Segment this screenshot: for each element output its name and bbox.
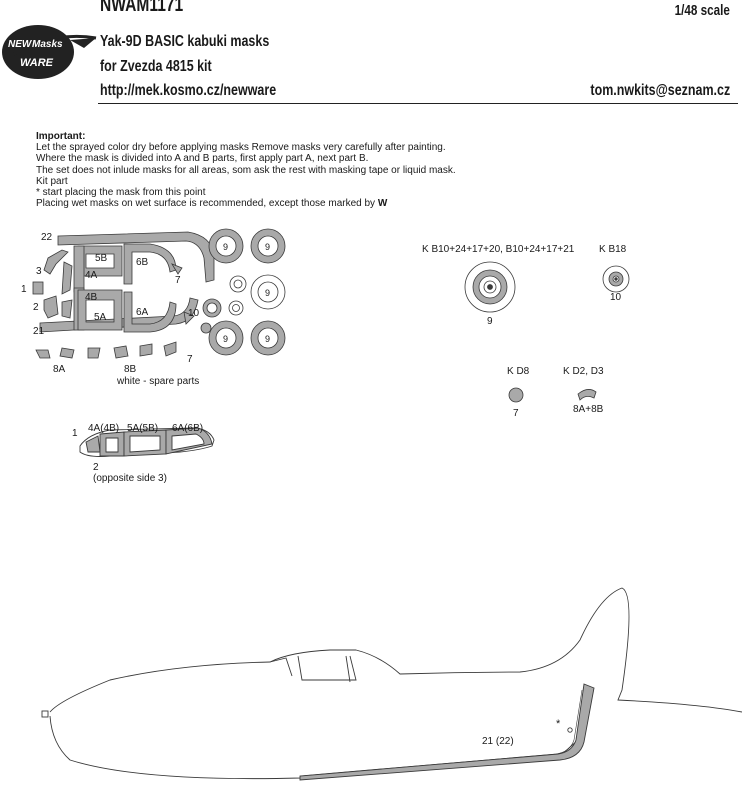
disc-mask-7 xyxy=(200,322,212,334)
mask-5A xyxy=(77,289,123,331)
header-rule xyxy=(98,103,738,104)
new-ware-logo: NEW Masks WARE xyxy=(2,25,97,79)
mask-strip xyxy=(59,347,75,359)
email-link[interactable]: tom.nwkits@seznam.cz xyxy=(590,82,730,99)
kit-part-d2-d3 xyxy=(577,389,597,401)
instruction-line: The set does not inlude masks for all ar… xyxy=(36,164,456,176)
mask-strip xyxy=(113,345,129,359)
label-8A: 8A xyxy=(53,364,66,375)
label-21: 21 xyxy=(33,326,45,337)
canopy-opposite-note: (opposite side 3) xyxy=(93,473,167,484)
mask-3b xyxy=(61,261,73,295)
instruction-line: Kit part xyxy=(36,175,68,187)
logo-text-masks: Masks xyxy=(32,39,63,50)
kit-part-d8 xyxy=(508,387,524,403)
kit-ref-label-b10: K B10+24+17+20, B10+24+17+21 xyxy=(422,244,575,255)
mask-8A-strip xyxy=(35,349,51,359)
label-2: 2 xyxy=(33,302,39,313)
logo-text-ware: WARE xyxy=(20,57,54,69)
wheel-label-9: 9 xyxy=(265,334,270,344)
mask-4A xyxy=(73,245,85,293)
mask-6A xyxy=(123,291,177,333)
kit-ref-number-8a-8b: 8A+8B xyxy=(573,404,604,415)
mask-7-part xyxy=(171,263,183,275)
label-7-upper: 7 xyxy=(175,275,181,286)
wet-mask-symbol-icon: W xyxy=(377,198,388,210)
instruction-line: Let the sprayed color dry before applyin… xyxy=(36,142,446,154)
label-4B: 4B xyxy=(85,292,98,303)
kit-ref-number-9: 9 xyxy=(487,316,493,327)
mask-2 xyxy=(43,295,59,319)
label-6A: 6A xyxy=(136,307,149,318)
mask-1 xyxy=(32,281,44,295)
label-10: 10 xyxy=(188,308,200,319)
mask-strip xyxy=(87,347,101,359)
kit-ref-label-d8: K D8 xyxy=(507,366,530,377)
product-code: NWAM1171 xyxy=(100,0,184,16)
canopy-label-5: 5A(5B) xyxy=(127,423,158,434)
kit-ref-number-10: 10 xyxy=(610,292,622,303)
aircraft-profile xyxy=(41,587,742,781)
wheel-label-9: 9 xyxy=(265,288,270,298)
mask-6B xyxy=(123,243,177,285)
canopy-label-2: 2 xyxy=(93,462,99,473)
label-3: 3 xyxy=(36,266,42,277)
logo-text-new: NEW xyxy=(8,39,33,50)
spare-parts-note: white - spare parts xyxy=(116,376,199,387)
label-22: 22 xyxy=(41,232,53,243)
kit-ref-label-b18: K B18 xyxy=(599,244,627,255)
mask-2b xyxy=(61,299,73,319)
kit-ref-number-7: 7 xyxy=(513,408,519,419)
wheel-label-9: 9 xyxy=(223,242,228,252)
mask-3 xyxy=(43,249,69,275)
mask-7-part xyxy=(183,311,195,325)
kit-ref-label-d2-d3: K D2, D3 xyxy=(563,366,604,377)
label-7-lower: 7 xyxy=(187,354,193,365)
instruction-line: Placing wet masks on wet surface is reco… xyxy=(36,198,388,210)
website-link[interactable]: http://mek.kosmo.cz/newware xyxy=(100,82,277,99)
mask-8B-strip xyxy=(139,343,153,357)
label-5A: 5A xyxy=(94,312,107,323)
scale-label: 1/48 scale xyxy=(674,2,730,19)
instructions-heading: Important: xyxy=(36,131,86,142)
label-4A: 4A xyxy=(85,270,98,281)
canopy-side-view xyxy=(79,427,215,457)
label-5B: 5B xyxy=(95,253,108,264)
instruction-line: * start placing the mask from this point xyxy=(36,187,206,199)
canopy-label-6: 6A(6B) xyxy=(172,423,203,434)
kit-reference: for Zvezda 4815 kit xyxy=(100,58,212,75)
mask-22 xyxy=(57,231,215,283)
wheel-label-9: 9 xyxy=(223,334,228,344)
instruction-line: Where the mask is divided into A and B p… xyxy=(36,153,369,165)
start-point-marker: * xyxy=(556,718,561,730)
instructions-block: Important: Let the sprayed color dry bef… xyxy=(36,131,536,209)
label-1: 1 xyxy=(21,284,27,295)
product-subtitle: Yak-9D BASIC kabuki masks xyxy=(100,33,270,50)
mask-strip xyxy=(163,341,177,357)
aircraft-label-21-22: 21 (22) xyxy=(482,736,514,747)
canopy-label-1: 1 xyxy=(72,428,78,439)
label-8B: 8B xyxy=(124,364,137,375)
label-6B: 6B xyxy=(136,257,149,268)
canopy-label-4: 4A(4B) xyxy=(88,423,119,434)
wheel-label-9: 9 xyxy=(265,242,270,252)
